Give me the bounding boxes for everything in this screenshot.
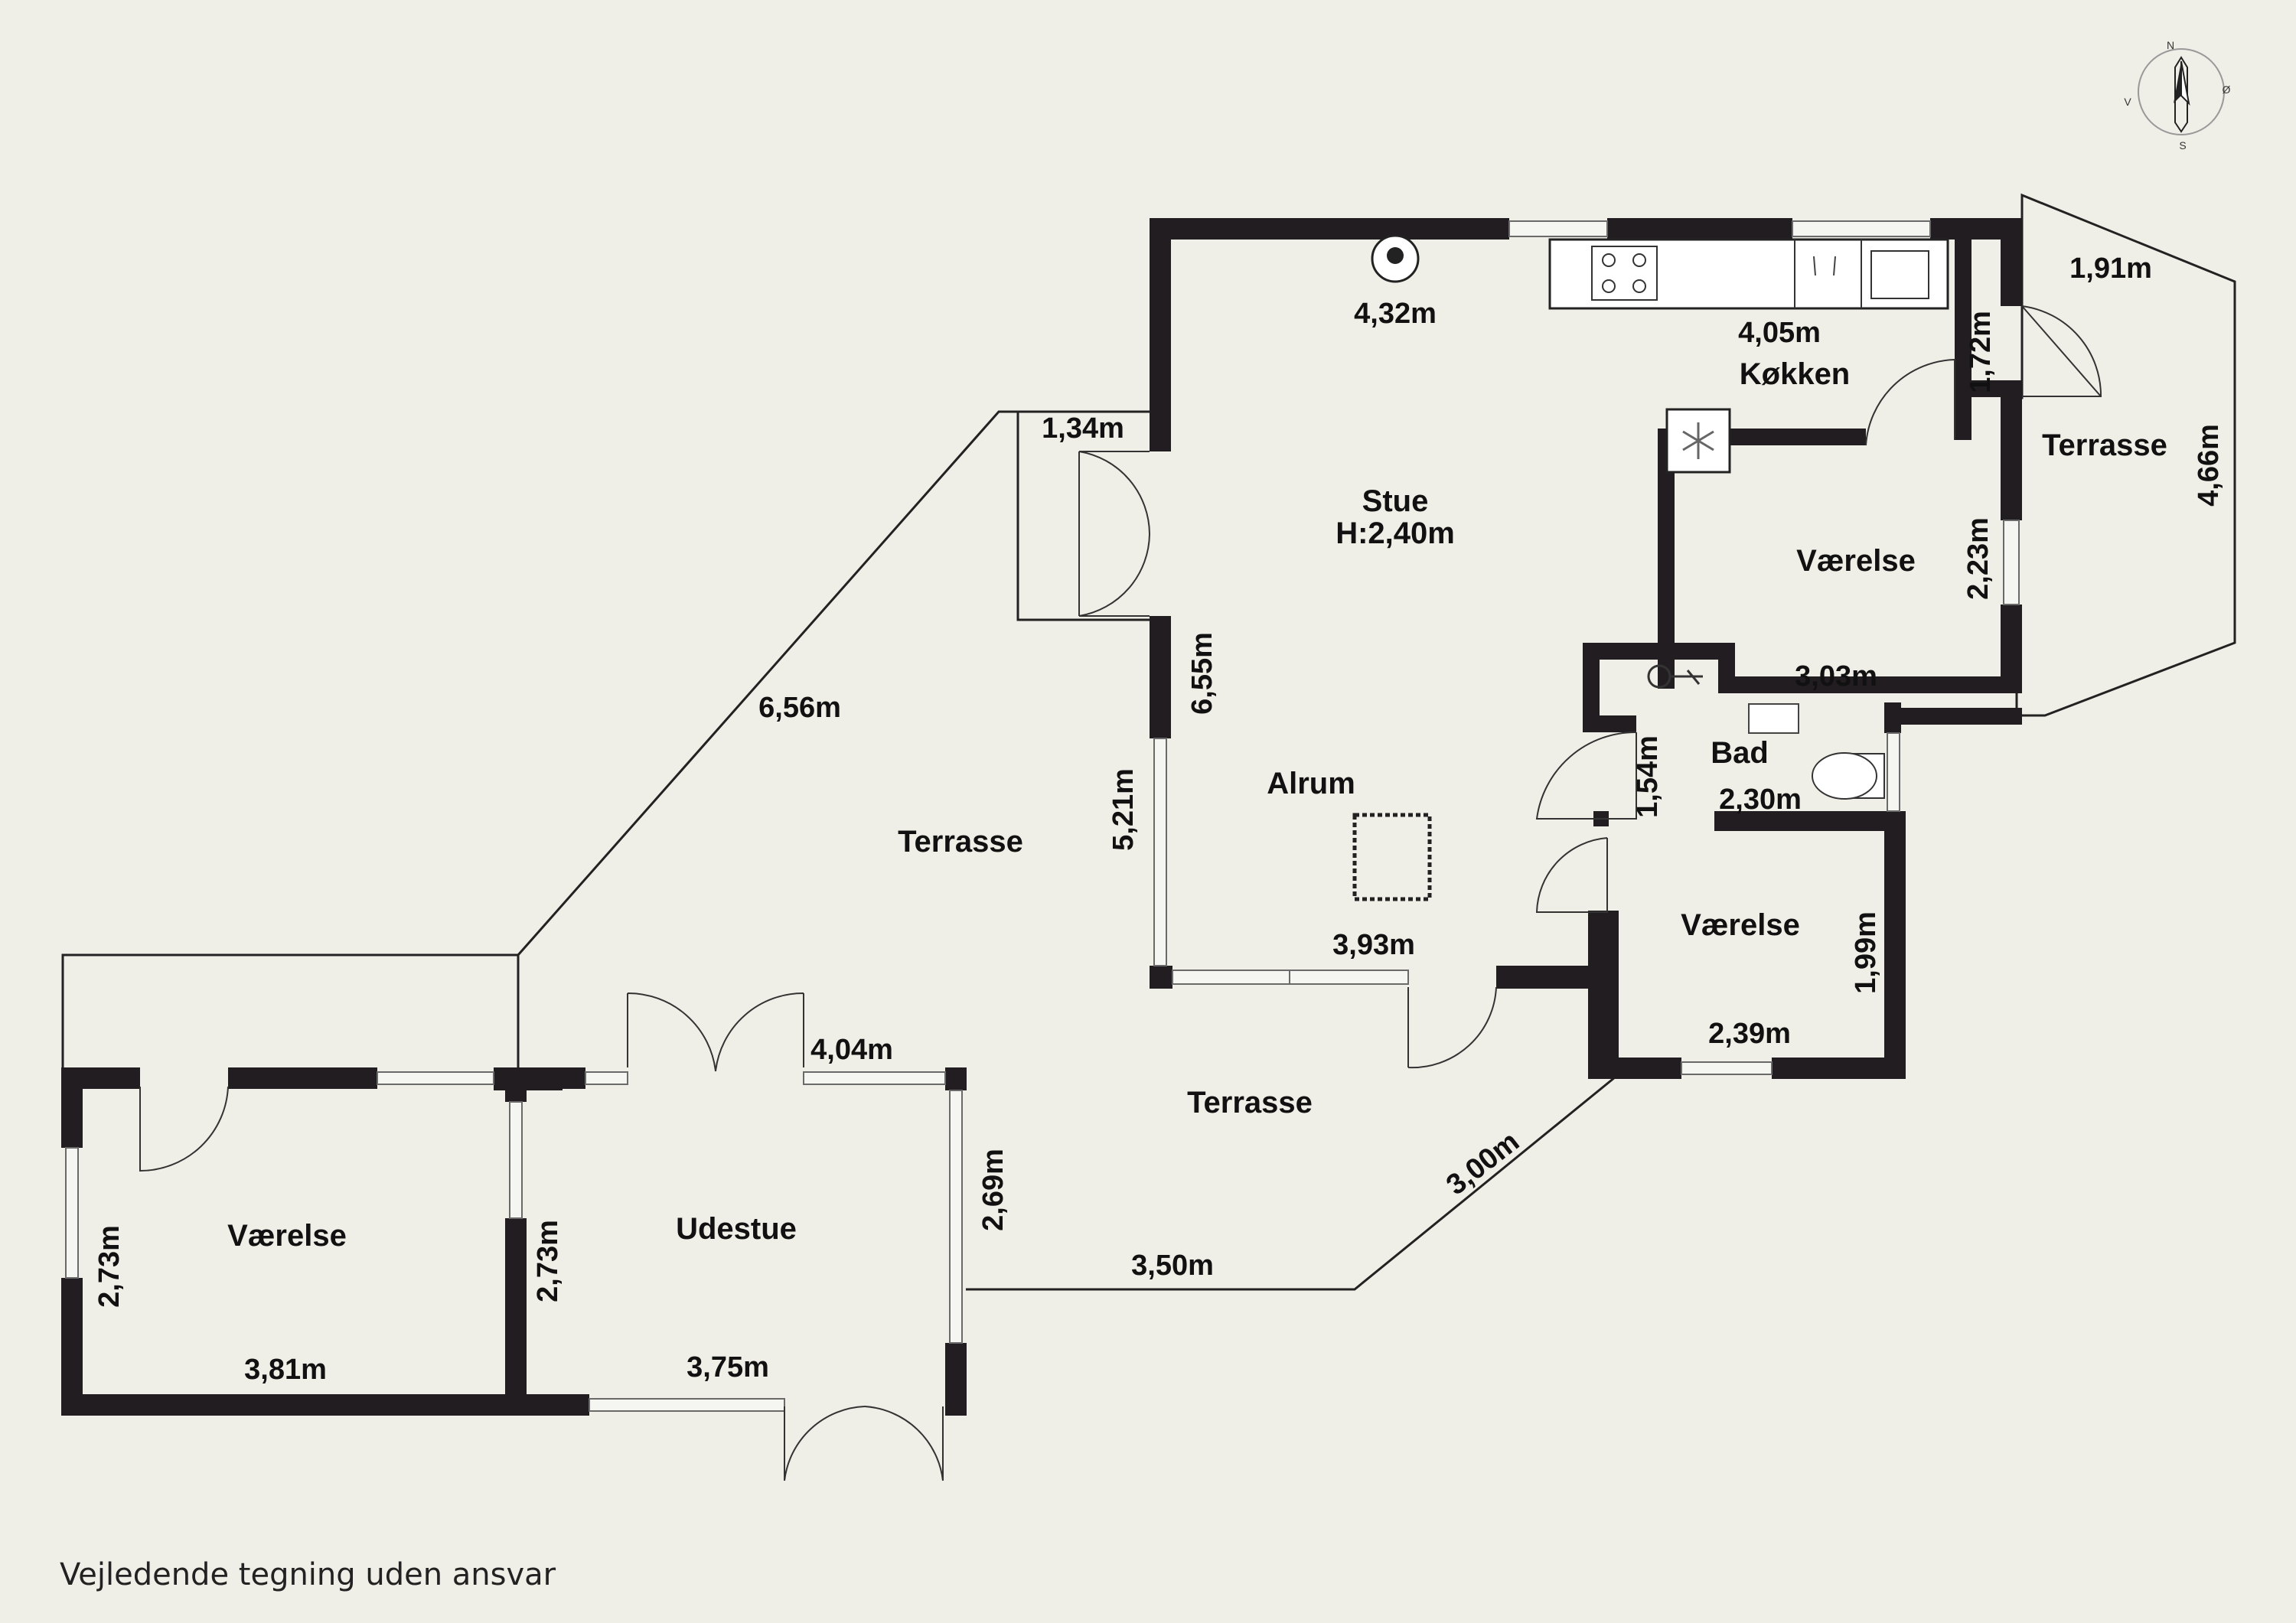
dimension-label: 1,99m — [1850, 911, 1882, 994]
room-label-stue: Stue — [1362, 484, 1429, 518]
dimension-label: 1,91m — [2069, 253, 2152, 285]
dimension-label: 2,69m — [977, 1149, 1009, 1231]
terrace-outline-w — [517, 410, 1156, 1071]
dimension-label: 3,03m — [1795, 660, 1877, 693]
compass-n: N — [2167, 39, 2174, 51]
kitchen-counter-icon — [1548, 238, 1949, 310]
dimension-label: 4,32m — [1354, 298, 1437, 330]
toilet-icon — [1812, 752, 1885, 800]
room-label-vaerelse-e: Værelse — [1796, 544, 1916, 578]
dimension-label: 1,72m — [1965, 311, 1997, 393]
room-label-kokken: Køkken — [1740, 357, 1851, 391]
terrace-outline-w-box — [1016, 412, 1156, 621]
dimension-label: 6,55m — [1186, 632, 1218, 715]
room-label-stue-height: H:2,40m — [1336, 517, 1455, 550]
windows-main — [1153, 220, 2020, 1075]
walls-main — [1150, 218, 2022, 1079]
compass-s: S — [2179, 139, 2186, 152]
sink-icon — [1748, 703, 1799, 734]
doors — [139, 305, 2102, 1481]
dimension-label: 6,56m — [758, 692, 841, 724]
dimension-label: 2,73m — [532, 1220, 564, 1302]
dimension-label: 4,04m — [810, 1034, 893, 1066]
dimension-label: 3,75m — [687, 1351, 769, 1383]
room-label-bad: Bad — [1711, 736, 1769, 770]
compass-icon: N S V Ø — [2124, 39, 2230, 152]
compass-v: V — [2124, 96, 2131, 108]
terrace-outline-sw — [61, 953, 518, 1075]
dimension-label: 2,23m — [1962, 517, 1994, 600]
room-label-terrasse-ne: Terrasse — [2042, 429, 2167, 462]
dimension-label: 2,30m — [1719, 784, 1802, 816]
stove-icon — [1371, 234, 1420, 283]
dimension-label: 4,66m — [2193, 424, 2225, 507]
room-label-udestue: Udestue — [676, 1212, 797, 1246]
room-label-vaerelse-se: Værelse — [1681, 908, 1800, 942]
walls-garden — [61, 1067, 967, 1416]
dimension-label: 4,05m — [1738, 317, 1821, 349]
dimension-label: 3,50m — [1131, 1250, 1214, 1282]
compass-o: Ø — [2223, 83, 2231, 96]
room-label-alrum: Alrum — [1267, 767, 1355, 800]
terrace-outline-s — [966, 1076, 1616, 1291]
dimension-label: 5,21m — [1107, 768, 1140, 851]
room-label-vaerelse-sw: Værelse — [227, 1219, 347, 1253]
dimension-label: 1,34m — [1042, 412, 1124, 445]
windows-garden — [65, 1071, 963, 1412]
room-label-terrasse-w: Terrasse — [898, 825, 1023, 859]
fan-icon — [1665, 408, 1731, 474]
fireplace-icon — [1352, 813, 1432, 901]
water-heater-icon — [1647, 664, 1703, 689]
dimension-label: 3,00m — [1440, 1126, 1525, 1201]
dimension-label: 3,81m — [244, 1354, 327, 1386]
dimension-label: 2,73m — [93, 1225, 126, 1308]
room-label-terrasse-s: Terrasse — [1187, 1086, 1313, 1119]
dimension-label: 2,39m — [1708, 1018, 1791, 1050]
dimension-label: 1,54m — [1632, 735, 1664, 818]
dimension-label: 3,93m — [1332, 929, 1415, 961]
disclaimer-text: Vejledende tegning uden ansvar — [60, 1557, 556, 1592]
